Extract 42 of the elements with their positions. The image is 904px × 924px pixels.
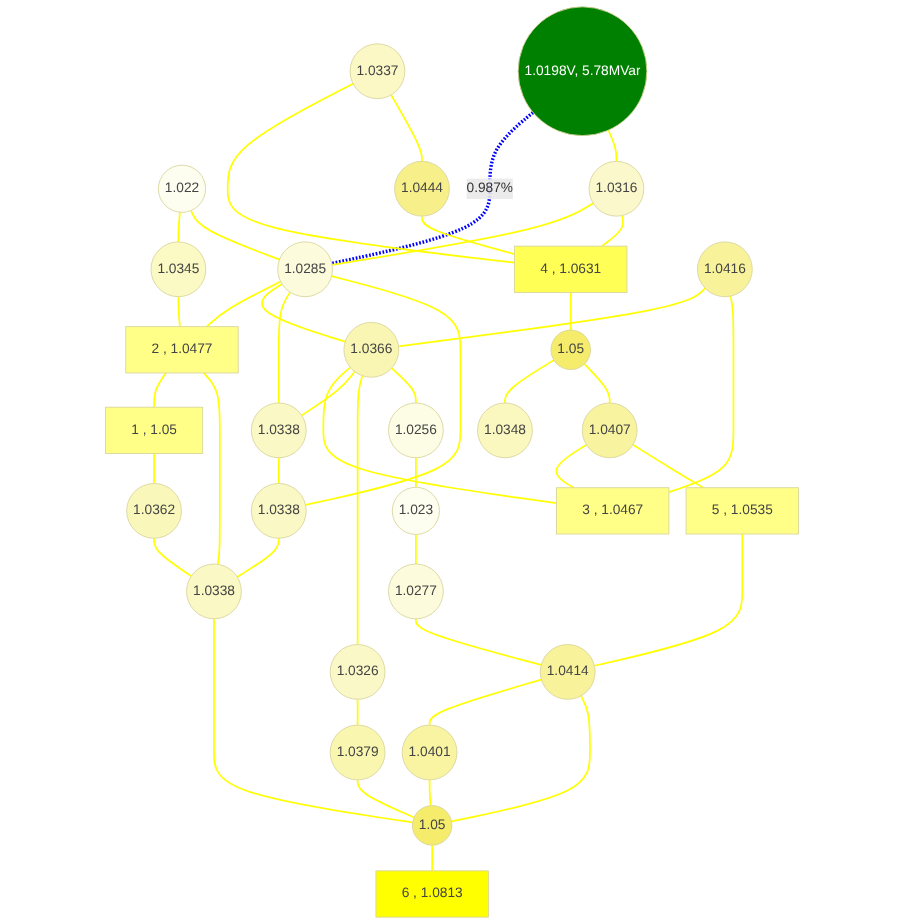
connector <box>153 537 193 577</box>
connector <box>202 372 221 566</box>
connector <box>601 214 624 247</box>
connector <box>331 202 594 266</box>
connector <box>153 452 155 485</box>
connector <box>236 537 280 578</box>
connector <box>428 678 543 726</box>
connector <box>415 456 417 489</box>
connector <box>668 295 735 493</box>
connector <box>569 291 572 331</box>
connector <box>431 844 433 872</box>
connector <box>226 82 516 264</box>
connector <box>632 443 705 489</box>
connector <box>300 370 356 417</box>
connector <box>213 617 414 824</box>
connector <box>428 779 432 807</box>
connector <box>356 698 359 726</box>
connector <box>415 533 417 565</box>
connector <box>304 275 462 506</box>
connector <box>322 366 558 504</box>
connector <box>277 456 280 485</box>
connector <box>593 533 744 667</box>
connector <box>190 209 281 261</box>
connector <box>415 617 543 666</box>
connector <box>261 283 346 343</box>
connector <box>177 211 181 243</box>
connector <box>607 129 618 163</box>
connector <box>397 287 706 348</box>
connector <box>356 779 415 819</box>
connector <box>390 94 423 163</box>
connector <box>504 359 555 404</box>
connector <box>356 374 364 646</box>
connector <box>421 215 516 255</box>
connector <box>205 280 282 328</box>
connector <box>450 695 591 823</box>
connector <box>331 111 535 266</box>
connector <box>390 367 417 404</box>
connector <box>555 443 588 489</box>
connector <box>177 295 181 328</box>
connector <box>583 363 611 404</box>
connector <box>153 372 167 409</box>
connector <box>277 291 291 404</box>
